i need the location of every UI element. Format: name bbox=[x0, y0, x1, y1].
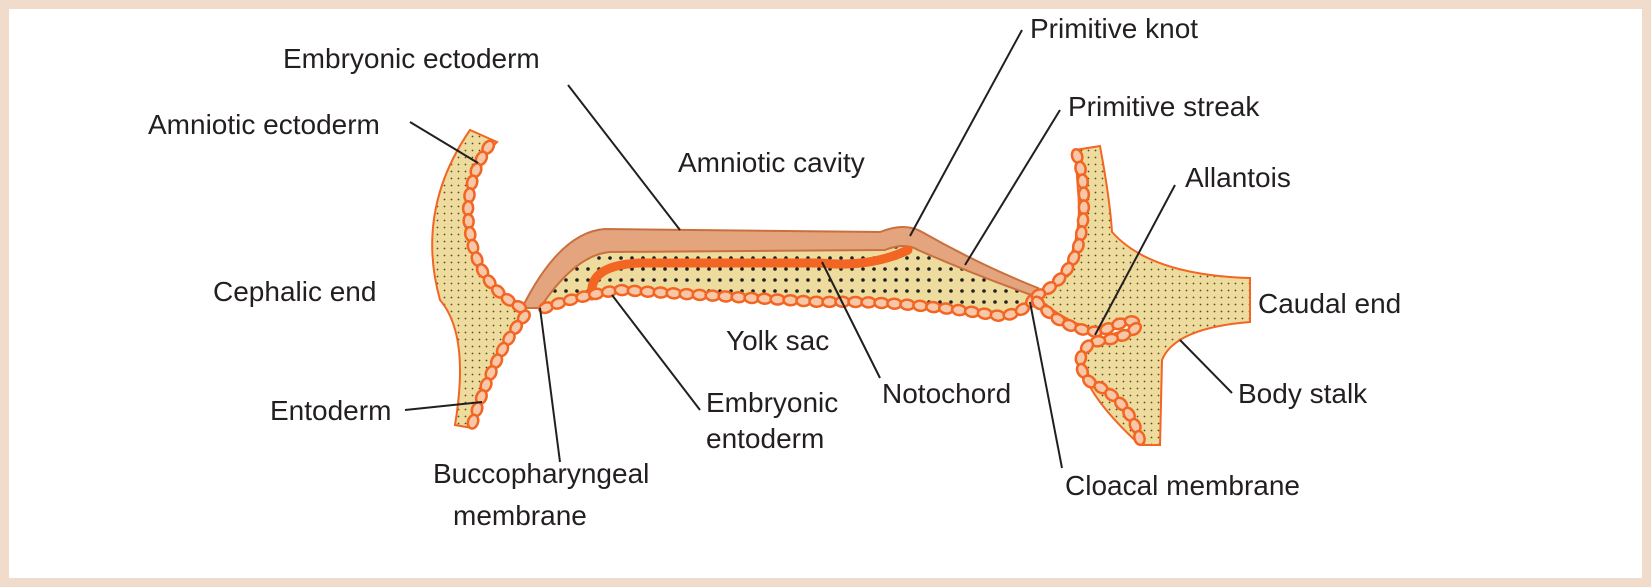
label-buccopharyngeal-line2: membrane bbox=[453, 500, 587, 531]
leader-cloacal-membrane bbox=[1029, 301, 1063, 469]
leader-primitive-streak bbox=[964, 109, 1061, 266]
label-notochord: Notochord bbox=[882, 378, 1011, 409]
leader-entoderm bbox=[404, 401, 483, 411]
leader-notochord bbox=[821, 261, 881, 379]
label-body-stalk: Body stalk bbox=[1238, 378, 1368, 409]
leader-allantois bbox=[1094, 184, 1176, 336]
label-embryonic-ectoderm: Embryonic ectoderm bbox=[283, 43, 540, 74]
cell bbox=[466, 413, 480, 430]
embryonic-ectoderm bbox=[520, 226, 1040, 309]
label-embryonic-entoderm-line1: Embryonic bbox=[706, 387, 838, 418]
label-yolk-sac: Yolk sac bbox=[726, 325, 829, 356]
leader-body-stalk bbox=[1179, 339, 1233, 394]
label-allantois: Allantois bbox=[1185, 162, 1291, 193]
label-amniotic-ectoderm: Amniotic ectoderm bbox=[148, 109, 380, 140]
label-cloacal-membrane: Cloacal membrane bbox=[1065, 470, 1300, 501]
leader-amniotic-ectoderm bbox=[409, 121, 479, 164]
label-caudal-end: Caudal end bbox=[1258, 288, 1401, 319]
label-entoderm: Entoderm bbox=[270, 395, 391, 426]
label-embryonic-entoderm-line2: entoderm bbox=[706, 423, 824, 454]
notochord bbox=[587, 245, 913, 301]
leader-primitive-knot bbox=[909, 29, 1023, 237]
leader-embryonic-entoderm bbox=[611, 294, 701, 411]
label-cephalic-end: Cephalic end bbox=[213, 276, 376, 307]
leader-embryonic-ectoderm bbox=[567, 84, 681, 231]
label-buccopharyngeal-line1: Buccopharyngeal bbox=[433, 458, 649, 489]
cell bbox=[1133, 429, 1146, 447]
label-amniotic-cavity: Amniotic cavity bbox=[678, 147, 865, 178]
label-primitive-knot: Primitive knot bbox=[1030, 13, 1198, 44]
leader-buccopharyngeal-membrane bbox=[539, 307, 561, 463]
label-primitive-streak: Primitive streak bbox=[1068, 91, 1260, 122]
